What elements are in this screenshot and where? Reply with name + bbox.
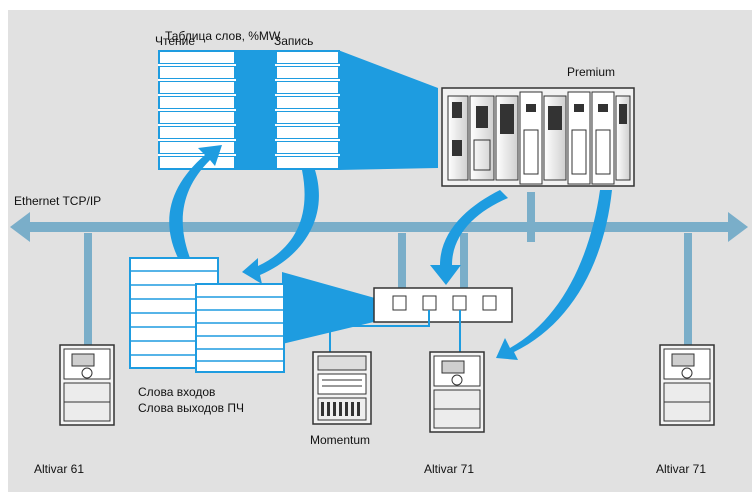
table-to-plc-projection bbox=[338, 50, 438, 170]
drive-center bbox=[429, 351, 485, 433]
drive-right bbox=[659, 344, 715, 426]
output-words-label: Слова выходов ПЧ bbox=[138, 401, 244, 415]
table-inner-cells bbox=[160, 52, 338, 168]
exchange-arrows bbox=[169, 145, 612, 360]
table-connector bbox=[234, 50, 277, 170]
ethernet-switch-icon bbox=[373, 287, 513, 323]
drive-right-label: Altivar 71 bbox=[656, 462, 706, 476]
bus-drops bbox=[84, 192, 692, 345]
curved-arrow-icon bbox=[242, 170, 319, 284]
curved-arrow-icon bbox=[169, 145, 222, 258]
word-table-title: Таблица слов, %MW bbox=[165, 29, 281, 43]
write-label: Запись bbox=[274, 34, 313, 48]
plc-rack-icon bbox=[441, 87, 635, 187]
read-label: Чтение bbox=[155, 34, 195, 48]
bus-right-arrow-icon bbox=[728, 212, 748, 242]
plc-label: Premium bbox=[567, 65, 615, 79]
curved-arrow-icon bbox=[430, 190, 508, 285]
curved-arrow-icon bbox=[496, 190, 612, 360]
ethernet-bus bbox=[10, 212, 748, 242]
network-label: Ethernet TCP/IP bbox=[14, 194, 101, 208]
output-words-table bbox=[195, 283, 285, 373]
momentum-label: Momentum bbox=[310, 433, 370, 447]
drive-left bbox=[59, 344, 115, 426]
drive-word-tables bbox=[129, 257, 382, 373]
momentum-cable bbox=[329, 310, 430, 352]
word-table-top bbox=[158, 50, 438, 170]
bus-left-arrow-icon bbox=[10, 212, 30, 242]
io-module-icon bbox=[312, 351, 372, 425]
input-words-label: Слова входов bbox=[138, 385, 215, 399]
drive-center-label: Altivar 71 bbox=[424, 462, 474, 476]
drive-left-label: Altivar 61 bbox=[34, 462, 84, 476]
